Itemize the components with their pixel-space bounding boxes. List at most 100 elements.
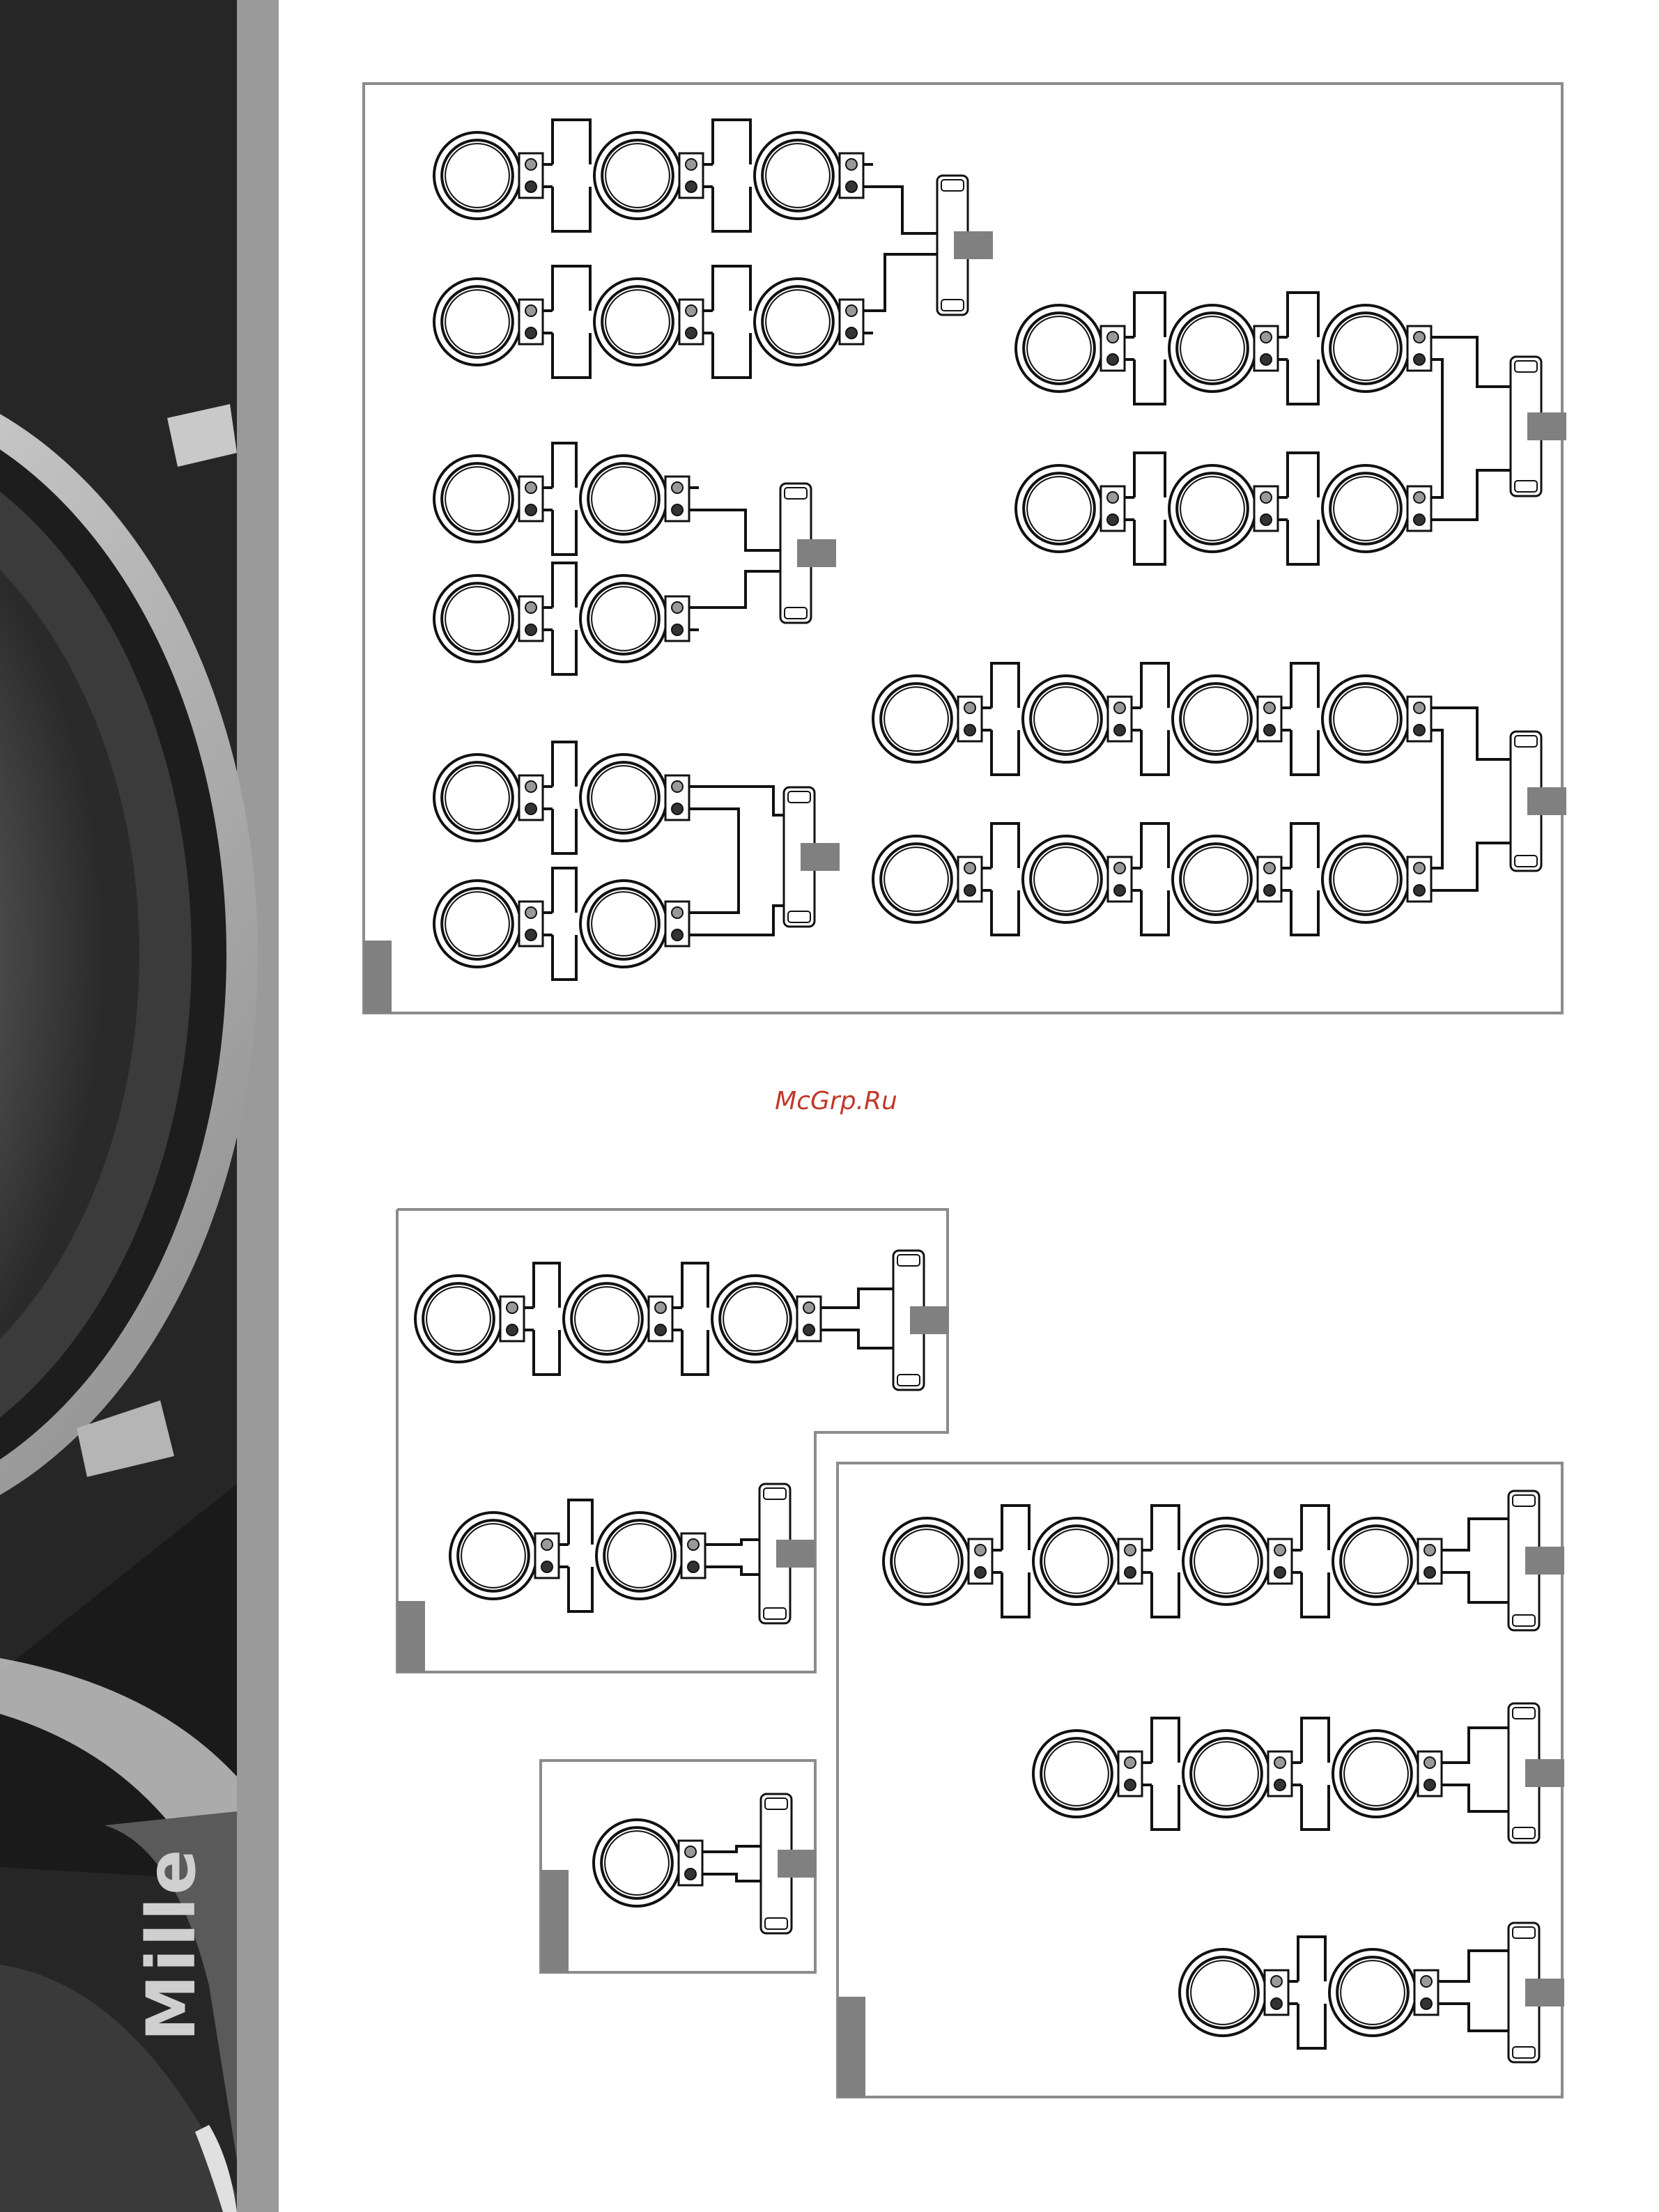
speaker-cone: [1194, 1742, 1258, 1806]
amp-cap-bottom: [785, 608, 807, 619]
series-link-bottom: [1298, 2004, 1325, 2048]
amplifier-icon: [780, 484, 836, 623]
terminal-neg-icon: [1274, 1757, 1286, 1768]
speaker-cone: [884, 687, 948, 751]
panel-corner-tab: [541, 1870, 569, 1972]
series-link-bottom: [1288, 520, 1318, 564]
series-link-bottom: [1302, 1572, 1329, 1617]
subwoofer-speaker-icon: [755, 132, 873, 219]
amp-cap-bottom: [897, 1375, 920, 1386]
speaker-cone: [445, 766, 509, 830]
speaker-cone: [426, 1287, 491, 1351]
terminal-pos-icon: [1414, 725, 1425, 736]
subwoofer-speaker-icon: [1183, 1731, 1302, 1817]
series-link-top: [553, 742, 576, 787]
subwoofer-speaker-icon: [873, 676, 991, 762]
terminal-pos-icon: [1125, 1567, 1136, 1578]
subwoofer-speaker-icon: [1033, 1518, 1152, 1604]
series-link-top: [553, 868, 576, 913]
series-link-top: [1141, 663, 1168, 708]
subwoofer-speaker-icon: [580, 881, 699, 967]
terminal-neg-icon: [1424, 1545, 1435, 1556]
series-link-bottom: [1141, 890, 1168, 935]
terminal-pos-icon: [507, 1324, 518, 1336]
series-link-top: [1141, 823, 1168, 868]
subwoofer-speaker-icon: [1016, 305, 1134, 392]
subwoofer-speaker-icon: [594, 1820, 712, 1906]
speaker-cone: [1027, 477, 1091, 541]
amp-cap-top: [788, 791, 810, 803]
amp-cap-top: [1513, 1708, 1535, 1719]
series-link-bottom: [1134, 520, 1165, 564]
amplifier-icon: [1508, 1923, 1564, 2062]
subwoofer-speaker-icon: [580, 575, 699, 662]
group-2-feed: [699, 510, 784, 550]
amp-tab: [778, 1850, 817, 1878]
subwoofer-speaker-icon: [434, 132, 553, 219]
terminal-pos-icon: [1274, 1567, 1286, 1578]
terminal-pos-icon: [964, 725, 975, 736]
terminal-neg-icon: [541, 1539, 553, 1550]
subwoofer-speaker-icon: [580, 456, 699, 542]
group-9-feed: [1451, 1572, 1512, 1602]
terminal-neg-icon: [1114, 702, 1125, 713]
group-3-series: [699, 809, 739, 913]
terminal-neg-icon: [688, 1539, 699, 1550]
amplifier-icon: [893, 1251, 949, 1390]
panel-corner-tab: [838, 1997, 865, 2097]
panel-bottom-left: [397, 1209, 948, 1672]
terminal-pos-icon: [672, 929, 683, 941]
subwoofer-speaker-icon: [1322, 676, 1441, 762]
terminal-neg-icon: [685, 1846, 696, 1857]
terminal-pos-icon: [688, 1561, 699, 1572]
series-link-bottom: [553, 935, 576, 980]
speaker-cone: [592, 587, 656, 651]
terminal-neg-icon: [1274, 1545, 1286, 1556]
subwoofer-speaker-icon: [1169, 465, 1288, 552]
group-4-feed: [1441, 470, 1519, 520]
subwoofer-speaker-icon: [594, 132, 713, 219]
terminal-pos-icon: [846, 327, 857, 339]
speaker-cone: [1034, 847, 1098, 911]
series-link-bottom: [682, 1330, 708, 1375]
subwoofer-speaker-icon: [434, 575, 553, 662]
terminal-pos-icon: [1264, 725, 1275, 736]
series-link-bottom: [1291, 890, 1318, 935]
speaker-cone: [445, 892, 509, 956]
amp-tab: [1527, 412, 1566, 440]
terminal-neg-icon: [1271, 1976, 1282, 1987]
series-link-top: [553, 563, 576, 608]
speaker-cone: [1334, 847, 1398, 911]
terminal-neg-icon: [525, 907, 537, 918]
amp-tab: [1525, 1547, 1564, 1575]
terminal-pos-icon: [1107, 514, 1118, 525]
amp-tab: [1525, 1979, 1564, 2006]
amplifier-icon: [1508, 1491, 1564, 1630]
terminal-neg-icon: [525, 305, 537, 316]
series-link-top: [1291, 663, 1318, 708]
amp-cap-bottom: [941, 300, 964, 311]
amp-tab: [954, 231, 993, 259]
series-link-top: [534, 1263, 560, 1308]
subwoofer-speaker-icon: [564, 1276, 682, 1362]
speaker-cone: [1184, 687, 1248, 751]
series-link-top: [553, 120, 590, 164]
terminal-neg-icon: [1421, 1976, 1432, 1987]
subwoofer-speaker-icon: [434, 279, 553, 365]
subwoofer-speaker-icon: [712, 1276, 831, 1362]
speaker-cone: [723, 1287, 787, 1351]
series-link-bottom: [1002, 1572, 1029, 1617]
panel-corner-tab: [364, 941, 392, 1013]
speaker-cone: [766, 144, 830, 208]
series-link-top: [991, 823, 1019, 868]
series-link-bottom: [553, 187, 590, 231]
subwoofer-speaker-icon: [596, 1513, 715, 1599]
amp-tab: [801, 843, 840, 871]
terminal-neg-icon: [1125, 1757, 1136, 1768]
subwoofer-speaker-icon: [1180, 1949, 1298, 2036]
terminal-pos-icon: [525, 327, 537, 339]
series-link-top: [682, 1263, 708, 1308]
amp-cap-top: [897, 1255, 920, 1266]
group-6-feed: [831, 1330, 899, 1348]
amp-cap-bottom: [788, 911, 810, 922]
